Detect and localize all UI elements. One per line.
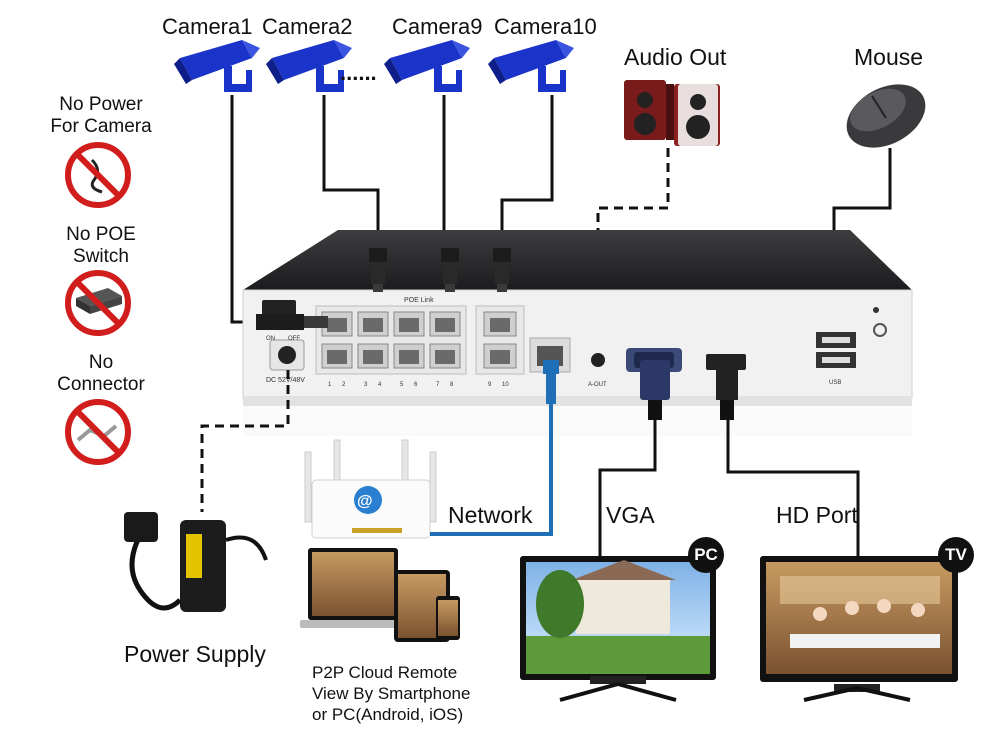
rj45-plug-camera-1 [256,314,328,330]
nvr-usb-label: USB [829,380,841,386]
poe-port-socket [327,350,347,364]
pc-tablet-phone-icon [300,548,460,642]
port-number-label: 3 [364,382,368,388]
mouse-label: Mouse [854,44,924,70]
port-number-label: 4 [378,382,382,388]
poe-port-socket [363,350,383,364]
camera-1-label: Camera1 [162,14,253,39]
poe-port-socket [363,318,383,332]
poe-port-socket [399,350,419,364]
nvr-on-label: ON [266,336,275,342]
mouse-icon [846,84,926,148]
audio-cable [596,148,670,358]
no-power-label: No Power For Camera [50,94,152,137]
vga-label: VGA [606,502,655,528]
tv-badge: TV [938,537,974,573]
camera-2-label: Camera2 [262,14,353,39]
router-icon: @ [304,439,437,539]
no-connector-label: No Connector [57,352,145,395]
poe-port-socket [399,318,419,332]
port-number-label: 5 [400,382,404,388]
poe-port-socket [490,318,510,332]
network-cable [430,404,553,536]
hd-port-label: HD Port [776,502,858,528]
nvr-aout-label: A-OUT [588,382,607,388]
no-poe-switch-prohibit-icon [65,270,131,336]
poe-port-socket [490,350,510,364]
pc-monitor-icon [520,556,716,702]
power-adapter-icon [124,512,268,612]
hdmi-cable [726,420,860,560]
nvr-dc-label: DC 52V/48V [266,377,305,384]
port-number-label: 2 [342,382,346,388]
power-cable [200,370,290,512]
no-poe-label: No POE Switch [66,224,136,267]
port-number-label: 8 [450,382,454,388]
port-number-label: 7 [436,382,440,388]
poe-port-socket [435,318,455,332]
vga-connector-icon [640,360,670,420]
hdmi-connector-icon [716,362,738,420]
poe-port-socket [327,318,347,332]
camera-9-icon [384,40,470,92]
port-number-label: 9 [488,382,492,388]
audio-out-label: Audio Out [624,44,727,70]
p2p-remote-label: P2P Cloud Remote View By Smartphone or P… [312,663,471,724]
nvr-port-numbers: 1 2 3 4 5 6 7 8 9 10 [328,382,509,388]
nvr-off-label: OFF [288,336,300,342]
svg-text:@: @ [357,493,373,510]
network-label: Network [448,502,533,528]
tv-monitor-icon [760,556,958,702]
camera-gap-dots: ...... [340,60,377,85]
port-number-label: 1 [328,382,332,388]
camera-1-icon [174,40,260,92]
vga-cable [598,420,657,560]
power-supply-label: Power Supply [124,641,266,667]
port-number-label: 6 [414,382,418,388]
camera-10-label: Camera10 [494,14,597,39]
no-connector-prohibit-icon [65,399,131,465]
no-power-prohibit-icon [65,142,131,208]
pc-badge: PC [688,537,724,573]
poe-ports [321,311,517,369]
speakers-icon [624,80,720,146]
camera-9-label: Camera9 [392,14,483,39]
nvr-poe-link-label: POE Link [404,297,434,304]
camera-10-icon [488,40,574,92]
port-number-label: 10 [502,382,509,388]
nvr-device [242,230,913,436]
network-rj45-plug [543,360,559,404]
poe-port-socket [435,350,455,364]
